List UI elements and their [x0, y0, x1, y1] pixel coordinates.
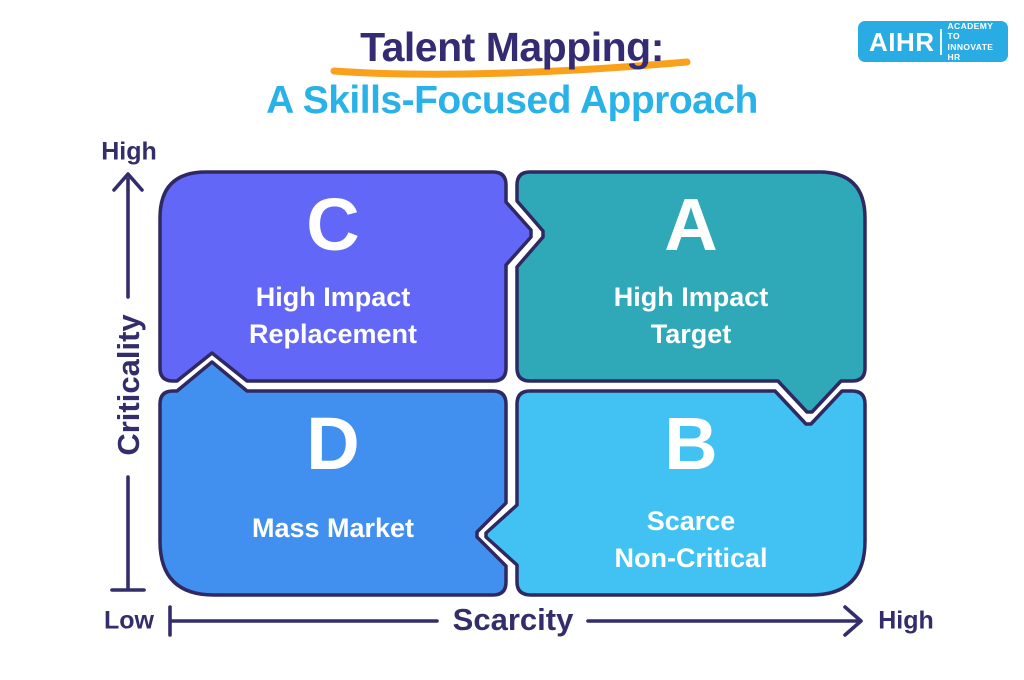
- x-axis-high-label: High: [878, 606, 934, 635]
- axis-lines: [110, 172, 863, 637]
- y-axis-arrowhead: [112, 172, 144, 192]
- page-subtitle: A Skills-Focused Approach: [266, 79, 758, 122]
- quadrant-c-shape: [158, 170, 533, 383]
- y-axis-high-label: High: [101, 137, 157, 166]
- title-underline: [330, 58, 691, 78]
- x-axis-title: Scarcity: [452, 602, 574, 637]
- quadrant-d-shape: [158, 360, 508, 597]
- quadrant-a-shape: [515, 170, 867, 414]
- logo-divider: [939, 28, 942, 55]
- x-axis-arrowhead: [843, 605, 863, 637]
- logo-tagline-line2: INNOVATE HR: [947, 41, 994, 63]
- logo-tagline: ACADEMY TO INNOVATE HR: [948, 21, 1008, 63]
- quadrant-b-shape: [484, 389, 867, 597]
- logo-brand-text: AIHR: [869, 26, 935, 57]
- y-axis-title: Criticality: [111, 314, 146, 456]
- logo-tagline-line1: ACADEMY TO: [947, 20, 994, 42]
- aihr-logo: AIHR ACADEMY TO INNOVATE HR: [858, 21, 1008, 62]
- axis-low-label: Low: [104, 606, 154, 635]
- page-title: Talent Mapping:: [360, 24, 664, 70]
